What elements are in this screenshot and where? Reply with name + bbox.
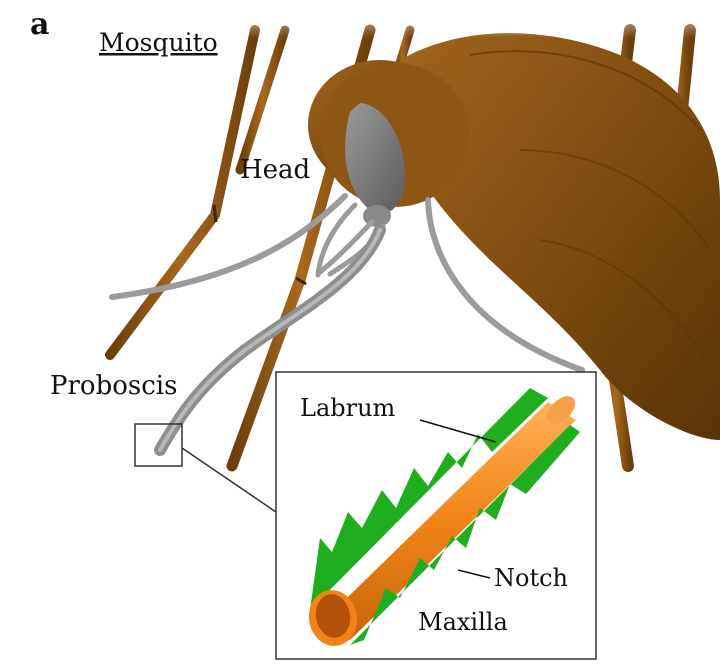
maxilla-label: Maxilla	[418, 608, 508, 636]
mosquito-head	[320, 63, 470, 227]
notch-label: Notch	[494, 564, 568, 592]
labrum-tube	[314, 402, 576, 640]
compound-eye	[345, 103, 405, 214]
labrum-leader	[419, 419, 497, 443]
figure-title: Mosquito	[99, 28, 218, 57]
inset-panel	[275, 371, 597, 660]
notch-leader	[457, 569, 491, 579]
head-label: Head	[240, 155, 310, 185]
proboscis-label: Proboscis	[50, 371, 177, 401]
labrum-label: Labrum	[300, 394, 396, 422]
zoom-box	[134, 423, 183, 467]
panel-letter: a	[30, 7, 49, 42]
maxilla-lower	[350, 425, 580, 645]
maxilla-upper	[310, 388, 548, 610]
zoom-connector	[181, 447, 277, 513]
